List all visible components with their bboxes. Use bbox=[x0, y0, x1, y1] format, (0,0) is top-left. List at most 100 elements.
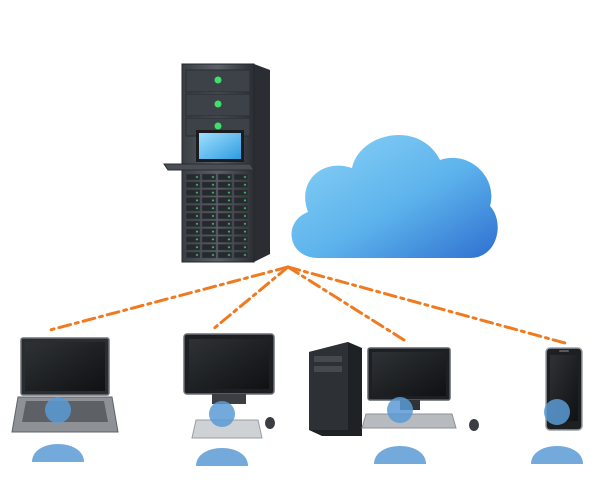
drive-bay-led bbox=[243, 183, 247, 187]
cloud-icon bbox=[291, 135, 498, 258]
connection-smartphone bbox=[286, 265, 567, 345]
drive-bay bbox=[201, 220, 217, 228]
drive-bay-led bbox=[211, 199, 215, 202]
drive-bay-led bbox=[243, 230, 247, 233]
drive-bay bbox=[201, 236, 217, 243]
drive-bay-led bbox=[211, 238, 215, 241]
user-silhouette-laptop bbox=[32, 397, 84, 462]
drive-bay bbox=[233, 197, 249, 204]
connection-desktop-monitor bbox=[210, 265, 290, 332]
drive-bay bbox=[217, 220, 233, 228]
drive-bay bbox=[233, 251, 249, 259]
drive-bay-led bbox=[227, 222, 231, 226]
drive-bay-led bbox=[227, 183, 231, 187]
drive-bay-led bbox=[243, 206, 247, 210]
drive-bay-led bbox=[195, 191, 199, 194]
drive-bay-led bbox=[243, 191, 247, 194]
drive-bay bbox=[185, 197, 201, 204]
drive-bay bbox=[201, 204, 217, 212]
drive-bay bbox=[185, 181, 201, 189]
drive-bay bbox=[233, 173, 249, 181]
drive-bay-led bbox=[211, 214, 215, 218]
drive-bay bbox=[185, 212, 201, 220]
drive-bay bbox=[185, 251, 201, 259]
drive-bay bbox=[217, 197, 233, 204]
connection-lines bbox=[48, 265, 567, 345]
drive-bay-led bbox=[243, 175, 247, 179]
drive-bay-led bbox=[195, 175, 199, 179]
drive-bay bbox=[233, 189, 249, 196]
drive-bay-led bbox=[227, 238, 231, 241]
drive-bay-led bbox=[195, 183, 199, 187]
drive-bay bbox=[217, 236, 233, 243]
drive-bay-led bbox=[211, 183, 215, 187]
user-silhouette-smartphone bbox=[531, 399, 583, 464]
drive-bay-led bbox=[227, 245, 231, 249]
drive-bay-led bbox=[243, 245, 247, 249]
drive-bay bbox=[217, 189, 233, 196]
drive-bay-led bbox=[227, 191, 231, 194]
drive-bay-led bbox=[227, 199, 231, 202]
drive-bay bbox=[217, 228, 233, 235]
drive-bay bbox=[185, 189, 201, 196]
drive-bay-led bbox=[227, 230, 231, 233]
connection-desktop-tower bbox=[286, 265, 406, 342]
drive-bay-led bbox=[243, 238, 247, 241]
drive-bay bbox=[201, 189, 217, 196]
drive-bay bbox=[185, 220, 201, 228]
drive-bay bbox=[233, 204, 249, 212]
desktop-monitor-icon bbox=[183, 333, 275, 439]
drive-bay bbox=[185, 228, 201, 235]
desktop-tower-icon bbox=[309, 342, 479, 436]
drive-bay bbox=[201, 212, 217, 220]
drive-bay-led bbox=[211, 245, 215, 249]
user-silhouette-desktop-monitor bbox=[196, 401, 248, 466]
drive-bay-led bbox=[195, 206, 199, 210]
drive-bay-led bbox=[195, 245, 199, 249]
drive-bay-led bbox=[195, 238, 199, 241]
drive-bay bbox=[217, 173, 233, 181]
drive-bay bbox=[217, 204, 233, 212]
server-rack-icon bbox=[163, 63, 270, 263]
drive-bay bbox=[185, 204, 201, 212]
drive-bay-led bbox=[211, 230, 215, 233]
drive-bay-led bbox=[195, 230, 199, 233]
drive-bay-led bbox=[227, 175, 231, 179]
drive-bay-led bbox=[195, 214, 199, 218]
drive-bay-led bbox=[195, 222, 199, 226]
drive-bay-led bbox=[243, 199, 247, 202]
drive-bay-led bbox=[227, 253, 231, 257]
drive-bay-led bbox=[243, 214, 247, 218]
drive-bay bbox=[201, 251, 217, 259]
drive-bay-led bbox=[227, 214, 231, 218]
drive-bay-led bbox=[211, 191, 215, 194]
drive-bay bbox=[201, 243, 217, 251]
laptop-icon bbox=[11, 337, 119, 433]
drive-bay bbox=[185, 243, 201, 251]
drive-bay-led bbox=[195, 199, 199, 202]
drive-bay bbox=[201, 197, 217, 204]
drive-bay bbox=[233, 236, 249, 243]
drive-bay bbox=[201, 181, 217, 189]
drive-bay bbox=[185, 236, 201, 243]
drive-bay bbox=[233, 243, 249, 251]
drive-bay bbox=[217, 181, 233, 189]
drive-bay bbox=[217, 212, 233, 220]
drive-bay-led bbox=[243, 222, 247, 226]
user-silhouette-desktop-tower bbox=[374, 397, 426, 464]
drive-bay bbox=[201, 228, 217, 235]
drive-bay bbox=[217, 251, 233, 259]
drive-bay bbox=[233, 220, 249, 228]
drive-bay bbox=[217, 243, 233, 251]
drive-bay-led bbox=[195, 253, 199, 257]
drive-bay-led bbox=[211, 253, 215, 257]
drive-bay-led bbox=[211, 206, 215, 210]
drive-bay bbox=[233, 181, 249, 189]
drive-bay bbox=[233, 212, 249, 220]
drive-bay bbox=[233, 228, 249, 235]
drive-bay-led bbox=[211, 175, 215, 179]
drive-bay-led bbox=[211, 222, 215, 226]
drive-bay-led bbox=[243, 253, 247, 257]
drive-bay bbox=[185, 173, 201, 181]
